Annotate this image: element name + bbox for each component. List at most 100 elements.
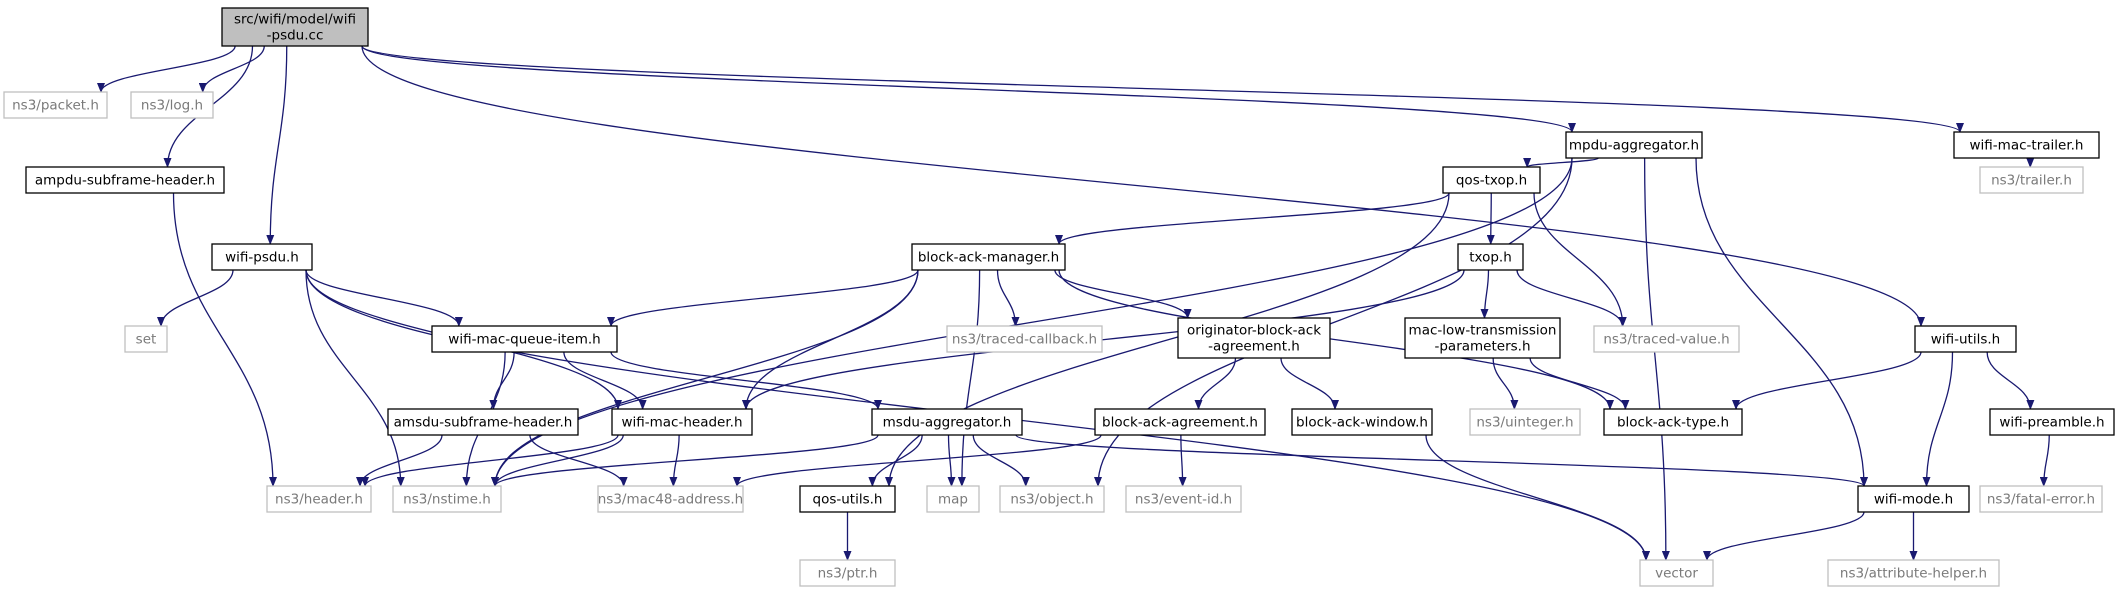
node-ns3trailer: ns3/trailer.h [1979,166,2084,194]
edge-macheader-to-nstime [491,434,624,487]
node-eventid: ns3/event-id.h [1125,485,1242,513]
node-mpdu[interactable]: mpdu-aggregator.h [1565,131,1703,159]
node-wifipsdu[interactable]: wifi-psdu.h [211,243,313,271]
edge-bam-to-nstime [491,269,919,487]
edge-msdu-to-nstime [491,434,879,487]
node-label: ns3/mac48-address.h [598,492,744,508]
edge-wifimode-to-vector [1703,511,1865,561]
node-vector: vector [1639,559,1714,587]
node-label: block-ack-agreement.h [1102,415,1258,431]
edge-mpdu-to-wifimode [1695,157,1868,487]
node-txop[interactable]: txop.h [1457,243,1524,271]
node-nstime: ns3/nstime.h [392,485,502,513]
edge-mltp-to-uinteger [1492,357,1519,410]
edge-root-to-packet [97,45,236,93]
node-label: originator-block-ack [1187,323,1321,339]
edge-txop-to-tracedval [1516,269,1627,327]
node-label: block-ack-manager.h [918,250,1059,266]
node-label: block-ack-type.h [1617,415,1729,431]
node-label: wifi-mac-trailer.h [1970,138,2084,154]
node-label: -psdu.cc [267,28,324,44]
node-bam[interactable]: block-ack-manager.h [911,243,1066,271]
node-label: ns3/uinteger.h [1476,415,1573,431]
node-label: msdu-aggregator.h [883,415,1012,431]
node-ampdu[interactable]: ampdu-subframe-header.h [25,166,225,194]
edge-trailer-to-ns3trailer [2026,157,2035,168]
node-tracedcb: ns3/traced-callback.h [946,325,1103,353]
node-qostxop[interactable]: qos-txop.h [1442,166,1541,194]
node-label: block-ack-window.h [1296,415,1428,431]
node-label: ns3/trailer.h [1991,173,2072,189]
node-label: -agreement.h [1208,339,1300,355]
edge-macheader-to-header [361,434,619,487]
node-oba[interactable]: originator-block-ack-agreement.h [1177,317,1331,359]
edge-queueitem-to-macheader [563,351,647,410]
node-baw[interactable]: block-ack-window.h [1291,408,1433,436]
node-label: mpdu-aggregator.h [1569,138,1699,154]
node-macheader[interactable]: wifi-mac-header.h [611,408,753,436]
edge-bam-to-oba [1054,269,1192,319]
edge-msdu-to-qosutils [868,434,923,487]
node-label: ns3/log.h [141,98,203,114]
node-label: wifi-mac-queue-item.h [448,332,600,348]
node-uinteger: ns3/uinteger.h [1469,408,1581,436]
node-preamble[interactable]: wifi-preamble.h [1989,408,2115,436]
node-label: txop.h [1469,250,1512,266]
node-trailer[interactable]: wifi-mac-trailer.h [1953,131,2100,159]
node-amsdu[interactable]: amsdu-subframe-header.h [387,408,579,436]
edge-txop-to-mltp [1480,269,1490,319]
node-qosutils[interactable]: qos-utils.h [799,485,896,513]
edge-msdu-to-object [972,434,1030,487]
edge-baa-to-mac48 [733,434,1102,487]
node-map: map [926,485,980,513]
node-label: ampdu-subframe-header.h [35,173,215,189]
edge-wifiutils-to-preamble [1986,351,2035,410]
edge-bam-to-map [957,269,981,487]
node-root[interactable]: src/wifi/model/wifi-psdu.cc [221,7,369,47]
node-msdu[interactable]: msdu-aggregator.h [871,408,1023,436]
node-fatal: ns3/fatal-error.h [1979,485,2103,513]
node-label: ns3/packet.h [12,98,99,114]
edge-oba-to-baw [1280,357,1339,410]
node-baa[interactable]: block-ack-agreement.h [1094,408,1266,436]
edge-queueitem-to-amsdu [489,351,515,410]
edge-msdu-to-map [947,434,956,487]
node-log: ns3/log.h [130,91,214,119]
edge-wifiutils-to-wifimode [1922,351,1954,487]
edge-mpdu-to-vector [1643,157,1670,561]
edge-mpdu-to-qostxop [1523,157,1600,168]
node-label: ns3/traced-callback.h [952,332,1097,348]
edge-qostxop-to-txop [1486,192,1495,245]
node-packet: ns3/packet.h [3,91,108,119]
node-label: map [938,492,968,508]
node-wifimode[interactable]: wifi-mode.h [1857,485,1970,513]
node-wifiutils[interactable]: wifi-utils.h [1914,325,2017,353]
edge-wifipsdu-to-nstime [305,269,405,487]
node-label: amsdu-subframe-header.h [394,415,573,431]
edge-wifiutils-to-batype [1732,351,1922,410]
node-label: mac-low-transmission [1409,323,1557,339]
node-mltp[interactable]: mac-low-transmission-parameters.h [1404,317,1561,359]
edge-bam-to-queueitem [607,269,919,327]
node-label: ns3/fatal-error.h [1987,492,2095,508]
node-batype[interactable]: block-ack-type.h [1603,408,1743,436]
node-attrhelper: ns3/attribute-helper.h [1827,559,2000,587]
edges-layer [97,45,2050,561]
node-label: ns3/object.h [1010,492,1093,508]
node-label: wifi-psdu.h [225,250,299,266]
node-label: wifi-mac-header.h [621,415,742,431]
node-label: src/wifi/model/wifi [234,12,356,28]
edge-root-to-log [198,45,265,93]
edge-baa-to-eventid [1178,434,1187,487]
node-label: wifi-mode.h [1874,492,1953,508]
edge-root-to-mpdu [361,45,1576,133]
node-label: ns3/traced-value.h [1603,332,1729,348]
edge-msdu-to-wifimode [1015,434,1868,487]
node-queueitem[interactable]: wifi-mac-queue-item.h [431,325,618,353]
node-label: ns3/attribute-helper.h [1840,566,1987,582]
node-label: ns3/header.h [275,492,363,508]
edge-mltp-to-batype [1529,357,1630,410]
edge-bam-to-tracedcb [996,269,1020,327]
node-label: set [136,332,157,348]
